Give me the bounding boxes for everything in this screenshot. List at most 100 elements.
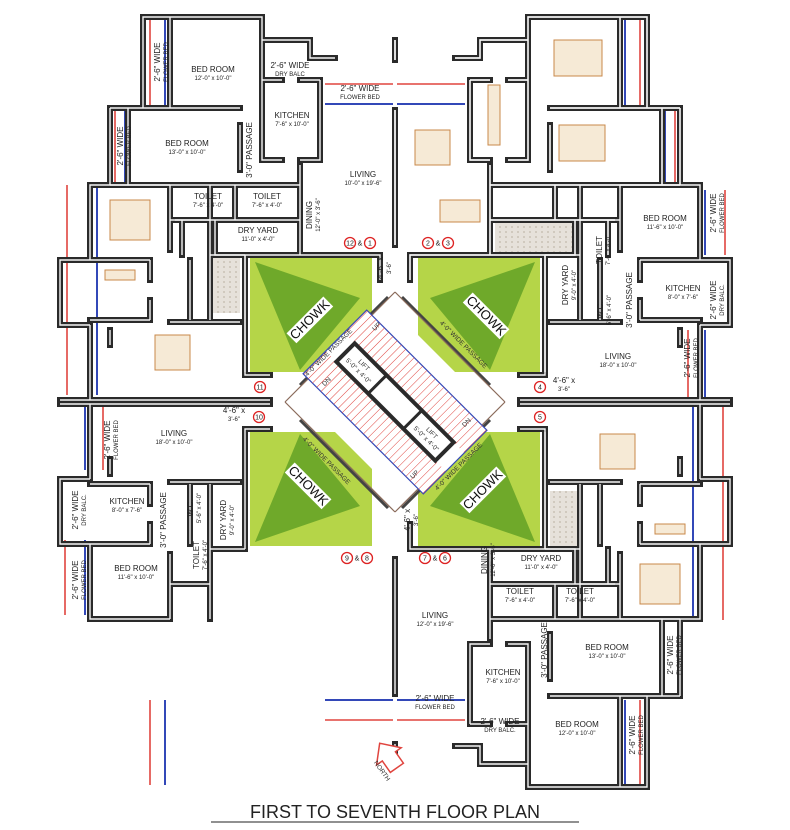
room-label: BED ROOM 11'-6" x 10'-0" [643,214,687,231]
room-label: W.C.5'-6" x 4'-0" [186,493,203,523]
stair-dn-label: DN [321,376,333,388]
room-name: 2'-6" WIDE [71,490,80,529]
room-name: BED ROOM [191,65,235,74]
room-name: BED ROOM [585,643,629,652]
room-name: BED ROOM [114,564,158,573]
room-name: 3'-0" PASSAGE [159,492,168,548]
stair-flight[interactable] [344,310,487,453]
flat-number-ampersand: & [433,556,438,563]
room-name: 2'-6" WIDE [666,635,675,674]
room-size: 5'-6" x 4'-0" [197,493,203,523]
room-name: 2'-6" WIDE [683,338,692,377]
room-size: 11'-6" x 10'-0" [647,225,683,231]
room-label: 3'-0" PASSAGE [159,492,168,548]
room-size: FLOWER BED [694,337,700,377]
room-size: FLOWER BED [415,705,455,711]
room-size: 3'-6" [414,514,420,526]
room-size: 10'-0" x 19'-6" [345,181,382,187]
flat-number: 2 [426,241,430,248]
room-name: DRY YARD [561,265,570,306]
room-name: 4'-6" x [376,257,385,279]
room-size: FLOWER BED [114,419,120,459]
stair-lift-core: LIFT5'-0" x 4'-0"LIFT5'-0" x 4'-0"UPDNDN… [284,292,510,514]
room-size: 7'-6" x 4'-0" [193,203,223,209]
room-size: 9'-0" x 4'-0" [572,270,578,300]
room-size: FLOWER BED [127,125,133,165]
north-arrow-icon [375,742,405,774]
room-size: DRY BALC [275,72,305,78]
room-name: KITCHEN [274,111,309,120]
room-name: TOILET [253,192,281,201]
room-name: LIVING [422,611,448,620]
room-size: 11'-0" x 4'-0" [524,565,557,571]
room-label: KITCHEN 7'-6" x 10'-0" [274,111,309,128]
flat-number-ampersand: & [436,241,441,248]
room-name: 3'-0" PASSAGE [625,272,634,328]
room-name: 2'-6" WIDE [480,717,519,726]
room-size: 7'-6" x 4'-0" [252,203,282,209]
room-label: BED ROOM 13'-0" x 10'-0" [165,139,209,156]
room-size: FLOWER BED [164,41,170,81]
room-label: W.C.5'-6" x 4'-0" [596,295,613,325]
room-size: 12'-0" x 3'-6" [491,543,497,577]
room-label: 3'-0" PASSAGE [540,622,549,678]
flat-number: 12 [346,241,354,248]
room-name: BED ROOM [643,214,687,223]
room-name: 4'-6" x [403,509,412,531]
room-size: 7'-6" x 10'-0" [275,122,309,128]
room-size: 18'-0" x 10'-0" [156,440,193,446]
stair-flight[interactable] [303,351,446,494]
room-name: BED ROOM [165,139,209,148]
room-size: 7'-6" x 10'-0" [486,679,520,685]
flat-number-n10: 10 [252,410,266,424]
room-name: DRY YARD [238,226,279,235]
room-size: FLOWER BED [340,95,380,101]
room-size: 7'-6" x 4'-0" [606,235,612,265]
room-name: 2'-6" WIDE [103,420,112,459]
room-label: TOILET 7'-6" x 4'-0" [252,192,282,209]
room-name: 4'-6" x [553,376,575,385]
flat-number-n2_3: 2&3 [421,236,455,250]
room-label: 3'-0" PASSAGE [245,122,254,178]
room-size: 11'-6" x 10'-0" [118,575,154,581]
room-label: 3'-0" PASSAGE [625,272,634,328]
room-name: LIVING [350,170,376,179]
passage-wall [400,295,492,387]
flat-number-ampersand: & [355,556,360,563]
room-name: LIVING [605,352,631,361]
flat-number-ampersand: & [358,241,363,248]
flat-number: 11 [256,385,263,392]
room-size: 13'-0" x 10'-0" [169,150,206,156]
room-name: TOILET [506,587,534,596]
passage-wall [394,291,506,403]
room-size: 12'-0" x 19'-6" [417,622,454,628]
room-size: 12'-0" x 3'-6" [316,198,322,232]
room-size: 13'-0" x 10'-0" [589,654,626,660]
stair-dn-label: DN [461,417,473,429]
